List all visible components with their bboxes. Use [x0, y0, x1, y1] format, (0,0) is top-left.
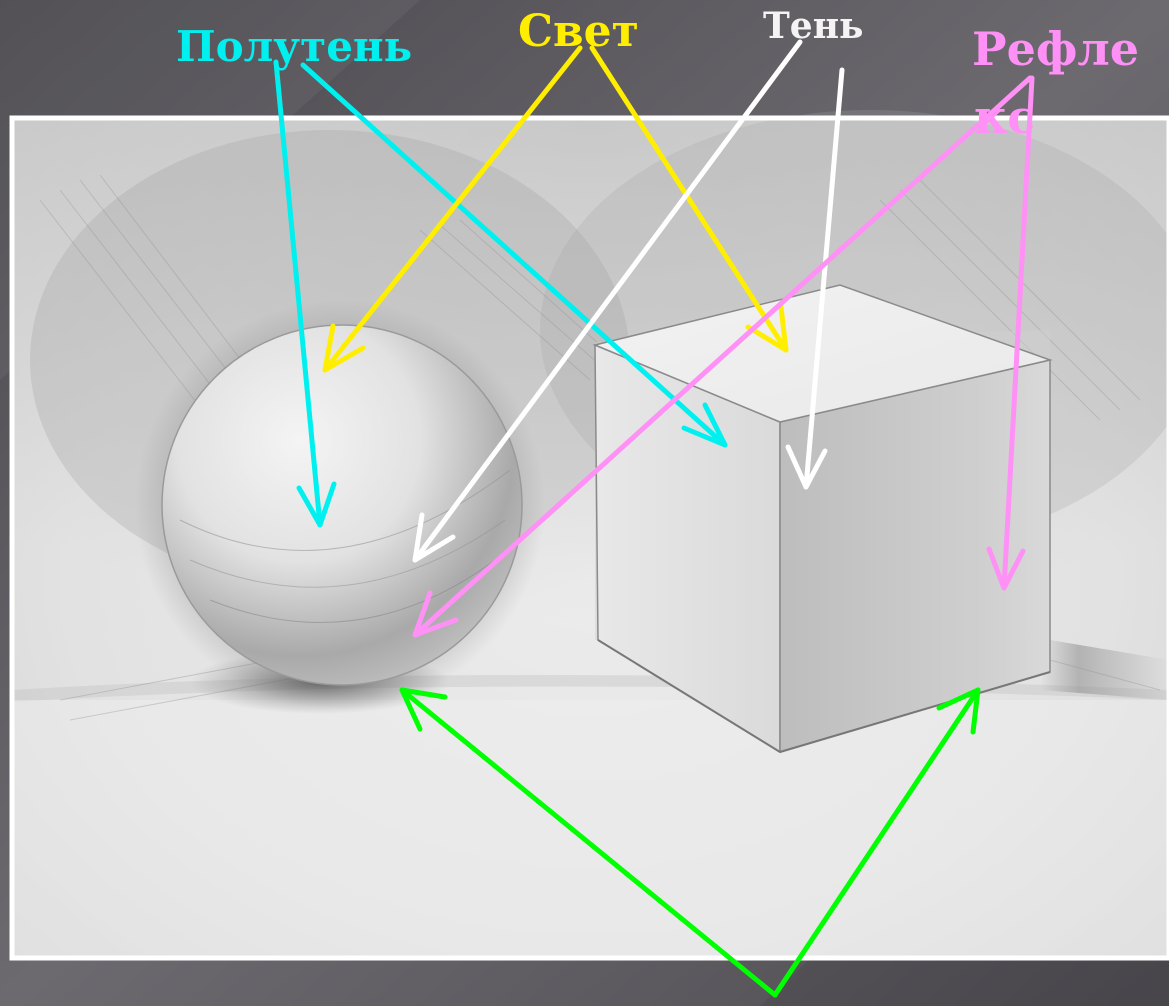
shadow-label: Тень: [763, 8, 863, 44]
light-label: Свет: [518, 10, 639, 54]
reflex-label-line2: кс: [974, 94, 1035, 140]
sphere-drawing: [162, 325, 522, 685]
sketch-photo: [12, 110, 1169, 958]
reflex-label-line1: Рефле: [972, 26, 1139, 72]
halftone-label: Полутень: [176, 26, 412, 68]
